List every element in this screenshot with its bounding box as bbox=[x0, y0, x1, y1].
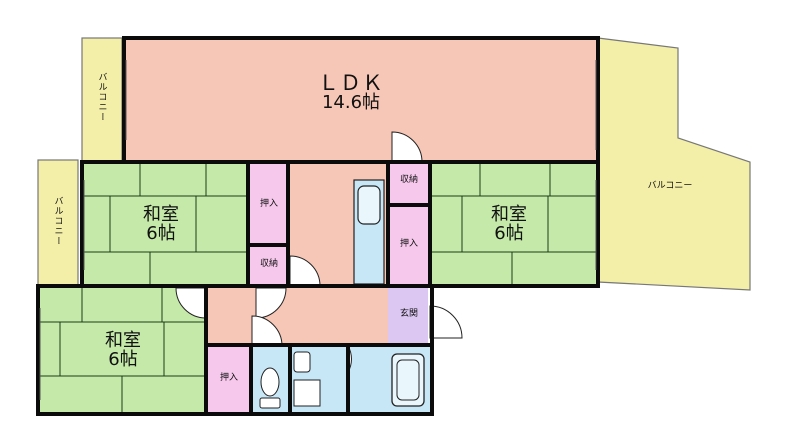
ldk-floor bbox=[124, 38, 598, 162]
tatami-lines-north-right bbox=[430, 162, 598, 286]
ldk-size: 14.6帖 bbox=[321, 92, 381, 113]
washitsu-north-right-floor bbox=[430, 162, 598, 286]
balcony-top-left-label: バルコニー bbox=[96, 72, 107, 122]
washitsu-north-right-name: 和室 bbox=[491, 204, 527, 225]
balcony-right-label: バルコニー bbox=[647, 181, 693, 191]
washing-machine-pan bbox=[293, 379, 321, 407]
bathtub-inner bbox=[396, 359, 420, 401]
door-ldk bbox=[391, 131, 423, 163]
corridor-floor bbox=[206, 288, 390, 344]
entrance-floor bbox=[388, 288, 428, 344]
balcony-left bbox=[37, 159, 79, 286]
genkan-label: 玄関 bbox=[399, 309, 418, 319]
oshiire-c-label: 押入 bbox=[219, 373, 238, 383]
oshiire-b-floor bbox=[390, 206, 428, 286]
oshiire-a-label: 押入 bbox=[259, 199, 278, 209]
washitsu-north-left-name: 和室 bbox=[143, 204, 179, 225]
toilet-tank bbox=[259, 397, 281, 409]
toilet-bowl bbox=[260, 367, 280, 397]
washitsu-north-right-size: 6帖 bbox=[494, 223, 524, 244]
balcony-right bbox=[597, 37, 751, 291]
ldk-name: ＬＤＫ bbox=[318, 71, 384, 95]
bathtub bbox=[391, 353, 425, 407]
balcony-left-label: バルコニー bbox=[52, 196, 63, 246]
tatami-lines-south bbox=[40, 288, 206, 412]
washitsu-north-left-size: 6帖 bbox=[146, 223, 176, 244]
oshiire-c-floor bbox=[208, 346, 250, 412]
shuno-a-floor bbox=[250, 246, 288, 286]
kitchen-sink bbox=[357, 185, 381, 225]
washitsu-north-left-floor bbox=[84, 162, 248, 286]
shuno-b-floor bbox=[390, 162, 428, 204]
wash-basin bbox=[293, 351, 311, 373]
tatami-lines-north-left bbox=[84, 162, 248, 286]
washitsu-south-floor bbox=[40, 288, 206, 412]
washitsu-south-name: 和室 bbox=[105, 330, 141, 351]
balcony-top-left bbox=[81, 37, 123, 163]
oshiire-a-floor bbox=[250, 162, 288, 244]
door-shuno-a bbox=[289, 255, 321, 287]
oshiire-b-label: 押入 bbox=[399, 239, 418, 249]
washitsu-south-size: 6帖 bbox=[108, 349, 138, 370]
shuno-b-label: 収納 bbox=[399, 175, 418, 185]
door-entrance bbox=[429, 305, 463, 339]
walls bbox=[36, 36, 600, 416]
window-marks bbox=[39, 60, 597, 400]
shuno-a-label: 収納 bbox=[259, 259, 278, 269]
